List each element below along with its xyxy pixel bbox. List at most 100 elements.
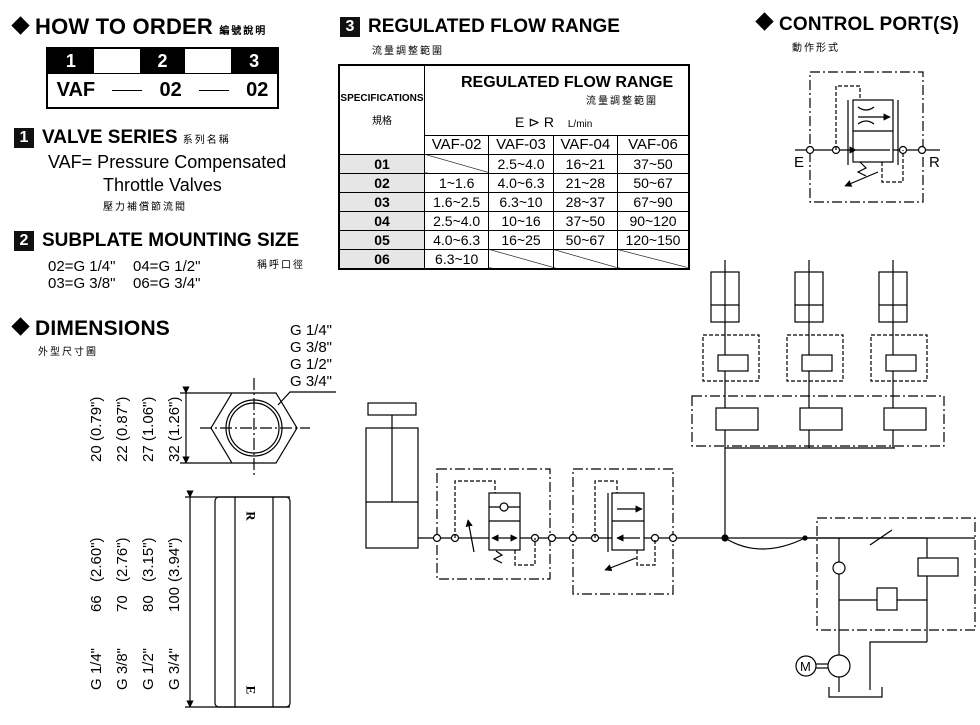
valve-series-line2: Throttle Valves [103, 175, 222, 195]
flow-range-heading: 3 REGULATED FLOW RANGE [340, 16, 620, 38]
flow-range-title-zh: 流量調整範圍 [372, 46, 444, 57]
subplate-code: 04=G 1/2" [133, 258, 201, 275]
flow-value-cell: 28~37 [552, 191, 618, 212]
order-size-value: 02 [159, 79, 182, 101]
length-inch-label: (3.94") [166, 537, 183, 582]
order-code-box: 1 2 3 VAF 02 02 [46, 47, 279, 109]
valve-series-line1: VAF= Pressure Compensated [48, 152, 287, 172]
port-mark-r: R [243, 511, 259, 521]
section-number-badge: 2 [14, 231, 34, 251]
length-thread-label: G 3/4" [166, 647, 183, 690]
valve-body-side-view [185, 490, 291, 708]
flow-value-cell: 6.3~10 [488, 191, 554, 212]
how-to-order-heading: HOW TO ORDER 編號說明 [11, 14, 268, 40]
port-mark-e: E [243, 685, 259, 695]
direction-text: E ⊳ R [515, 114, 554, 130]
column-header: VAF-03 [488, 134, 554, 155]
length-mm-label: 100 [166, 586, 183, 612]
hex-size-label: 20 (0.79") [88, 396, 105, 462]
flow-control-valve-symbol [568, 468, 678, 595]
control-port-title: CONTROL PORT(S) [779, 14, 959, 35]
length-inch-label: (2.76") [114, 537, 131, 582]
thread-label: G 3/8" [290, 339, 333, 356]
row-code: 01 [338, 153, 425, 174]
flow-value-cell: 2.5~4.0 [488, 153, 554, 174]
subplate-code: 06=G 3/4" [133, 275, 201, 292]
length-thread-label: G 1/4" [88, 647, 105, 690]
flow-value-cell: 37~50 [616, 153, 690, 174]
hex-size-label: 32 (1.26") [166, 396, 183, 462]
empty-cell [552, 248, 618, 269]
control-port-heading: CONTROL PORT(S) [755, 12, 959, 36]
length-inch-label: (2.60") [88, 537, 105, 582]
flow-value-cell: 16~21 [552, 153, 618, 174]
subplate-code: 03=G 3/8" [48, 275, 116, 292]
flow-value-cell: 16~25 [488, 229, 554, 250]
row-code: 02 [338, 172, 425, 193]
valve-series-heading: 1 VALVE SERIES 系列名稱 [14, 127, 231, 149]
thread-label: G 3/4" [290, 373, 333, 390]
control-port-symbol [795, 71, 940, 203]
section-number-badge: 1 [14, 128, 34, 148]
length-thread-label: G 3/8" [114, 647, 131, 690]
dimensions-heading: DIMENSIONS [11, 317, 171, 341]
row-code: 05 [338, 229, 425, 250]
direction-label: E ⊳ R L/min [515, 114, 592, 131]
thread-label: G 1/2" [290, 356, 333, 373]
spec-header: SPECIFICATIONS [340, 92, 424, 104]
order-separator [185, 49, 232, 73]
how-to-order-title-zh: 編號說明 [219, 26, 268, 37]
order-series-value: VAF [56, 79, 96, 101]
subplate-title: SUBPLATE MOUNTING SIZE [42, 230, 300, 251]
thread-label: G 1/4" [290, 322, 333, 339]
flow-value-cell: 120~150 [616, 229, 690, 250]
dimensions-title-zh: 外型尺寸圖 [38, 347, 98, 358]
flow-value-cell: 50~67 [552, 229, 618, 250]
spec-header-cell: SPECIFICATIONS 規格 [338, 64, 425, 155]
port-label-e: E [794, 154, 804, 171]
length-mm-label: 80 [140, 595, 157, 612]
flow-range-table: SPECIFICATIONS 規格 REGULATED FLOW RANGE 流… [338, 64, 690, 270]
diamond-bullet-icon [11, 317, 30, 336]
cylinder-branch-group [691, 260, 945, 449]
control-port-title-zh: 動作形式 [792, 43, 840, 54]
empty-cell [423, 153, 490, 174]
order-dash [112, 90, 143, 91]
thread-label-list: G 1/4" G 3/8" G 1/2" G 3/4" [290, 322, 332, 390]
motor-label: M [800, 659, 811, 674]
length-inch-label: (3.15") [140, 537, 157, 582]
spec-header-zh: 規格 [372, 115, 392, 127]
valve-series-title-zh: 系列名稱 [182, 135, 231, 146]
valve-series-title: VALVE SERIES [42, 127, 178, 148]
flow-value-cell: 1.6~2.5 [423, 191, 490, 212]
subplate-code: 02=G 1/4" [48, 258, 116, 275]
port-label-r: R [929, 154, 940, 171]
order-position-1: 1 [48, 49, 94, 73]
flow-value-cell: 4.0~6.3 [423, 229, 490, 250]
order-flow-value: 02 [246, 79, 269, 101]
hex-size-label: 27 (1.06") [140, 396, 157, 462]
order-position-3: 3 [231, 49, 277, 73]
power-unit-symbol [795, 517, 976, 698]
hydraulic-cylinder [365, 402, 419, 549]
empty-cell [616, 248, 690, 269]
flow-range-title: REGULATED FLOW RANGE [368, 16, 620, 37]
how-to-order-title: HOW TO ORDER [35, 14, 213, 39]
column-header: VAF-06 [616, 134, 690, 155]
subplate-heading: 2 SUBPLATE MOUNTING SIZE [14, 230, 299, 252]
dimensions-title: DIMENSIONS [35, 317, 171, 340]
flow-value-cell: 67~90 [616, 191, 690, 212]
flow-value-cell: 6.3~10 [423, 248, 490, 269]
hex-size-label: 22 (0.87") [114, 396, 131, 462]
subplate-title-zh: 稱呼口徑 [257, 260, 305, 271]
row-code: 06 [338, 248, 425, 269]
section-number-badge: 3 [340, 17, 360, 37]
order-position-2: 2 [139, 49, 186, 73]
length-mm-label: 70 [114, 595, 131, 612]
hex-end-view [180, 378, 336, 478]
